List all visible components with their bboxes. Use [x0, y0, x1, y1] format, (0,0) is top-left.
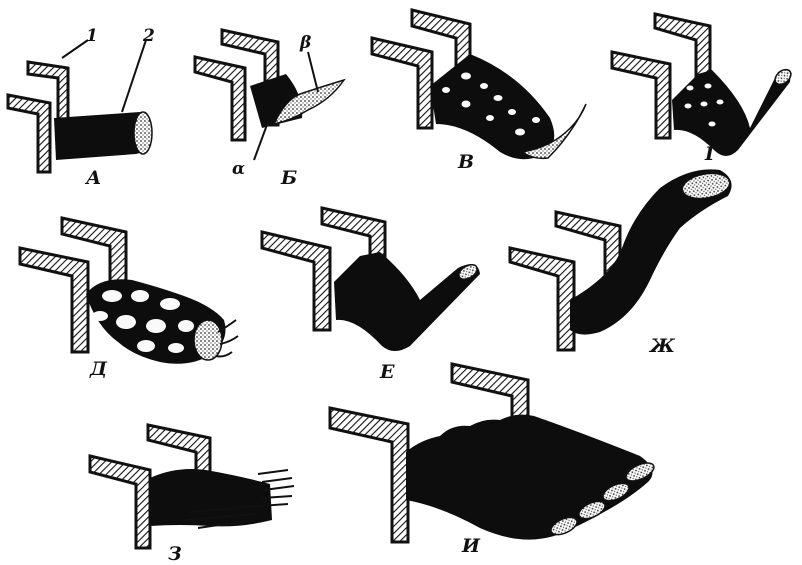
panel-e: Е: [262, 208, 480, 383]
leader-line-2: [122, 40, 146, 112]
panel-b: α β Б: [195, 30, 344, 189]
callout-1: 1: [86, 26, 98, 46]
panel-a-label: А: [84, 167, 101, 189]
leader-line-alpha: [254, 122, 268, 160]
panel-zh: Ж: [510, 169, 732, 357]
panel-a: 1 2 А: [8, 26, 155, 189]
panel-z-label: З: [168, 543, 182, 565]
callout-2: 2: [142, 26, 155, 46]
panel-z: З: [90, 425, 294, 565]
panel-v-label: В: [457, 151, 474, 173]
jet-tip: [134, 112, 152, 154]
panel-i: И: [330, 364, 657, 557]
liquid-jet: [334, 252, 480, 351]
liquid-sheet: [406, 415, 653, 540]
liquid-jet: [430, 54, 554, 159]
panel-zh-label: Ж: [648, 335, 676, 357]
net-tip: [194, 320, 222, 360]
panel-g-label: Г: [704, 143, 720, 165]
panel-v: В: [372, 10, 586, 173]
panel-i-label: И: [461, 535, 481, 557]
panel-d-label: Д: [89, 358, 108, 380]
panel-b-label: Б: [280, 167, 297, 189]
leader-line-1: [62, 40, 88, 58]
leader-line-beta: [308, 52, 318, 92]
panel-d: Д: [20, 218, 238, 380]
panel-e-label: Е: [379, 361, 395, 383]
callout-alpha: α: [232, 159, 245, 179]
panel-g: Г: [612, 14, 794, 165]
callout-beta: β: [299, 33, 311, 53]
liquid-jet: [672, 70, 790, 156]
